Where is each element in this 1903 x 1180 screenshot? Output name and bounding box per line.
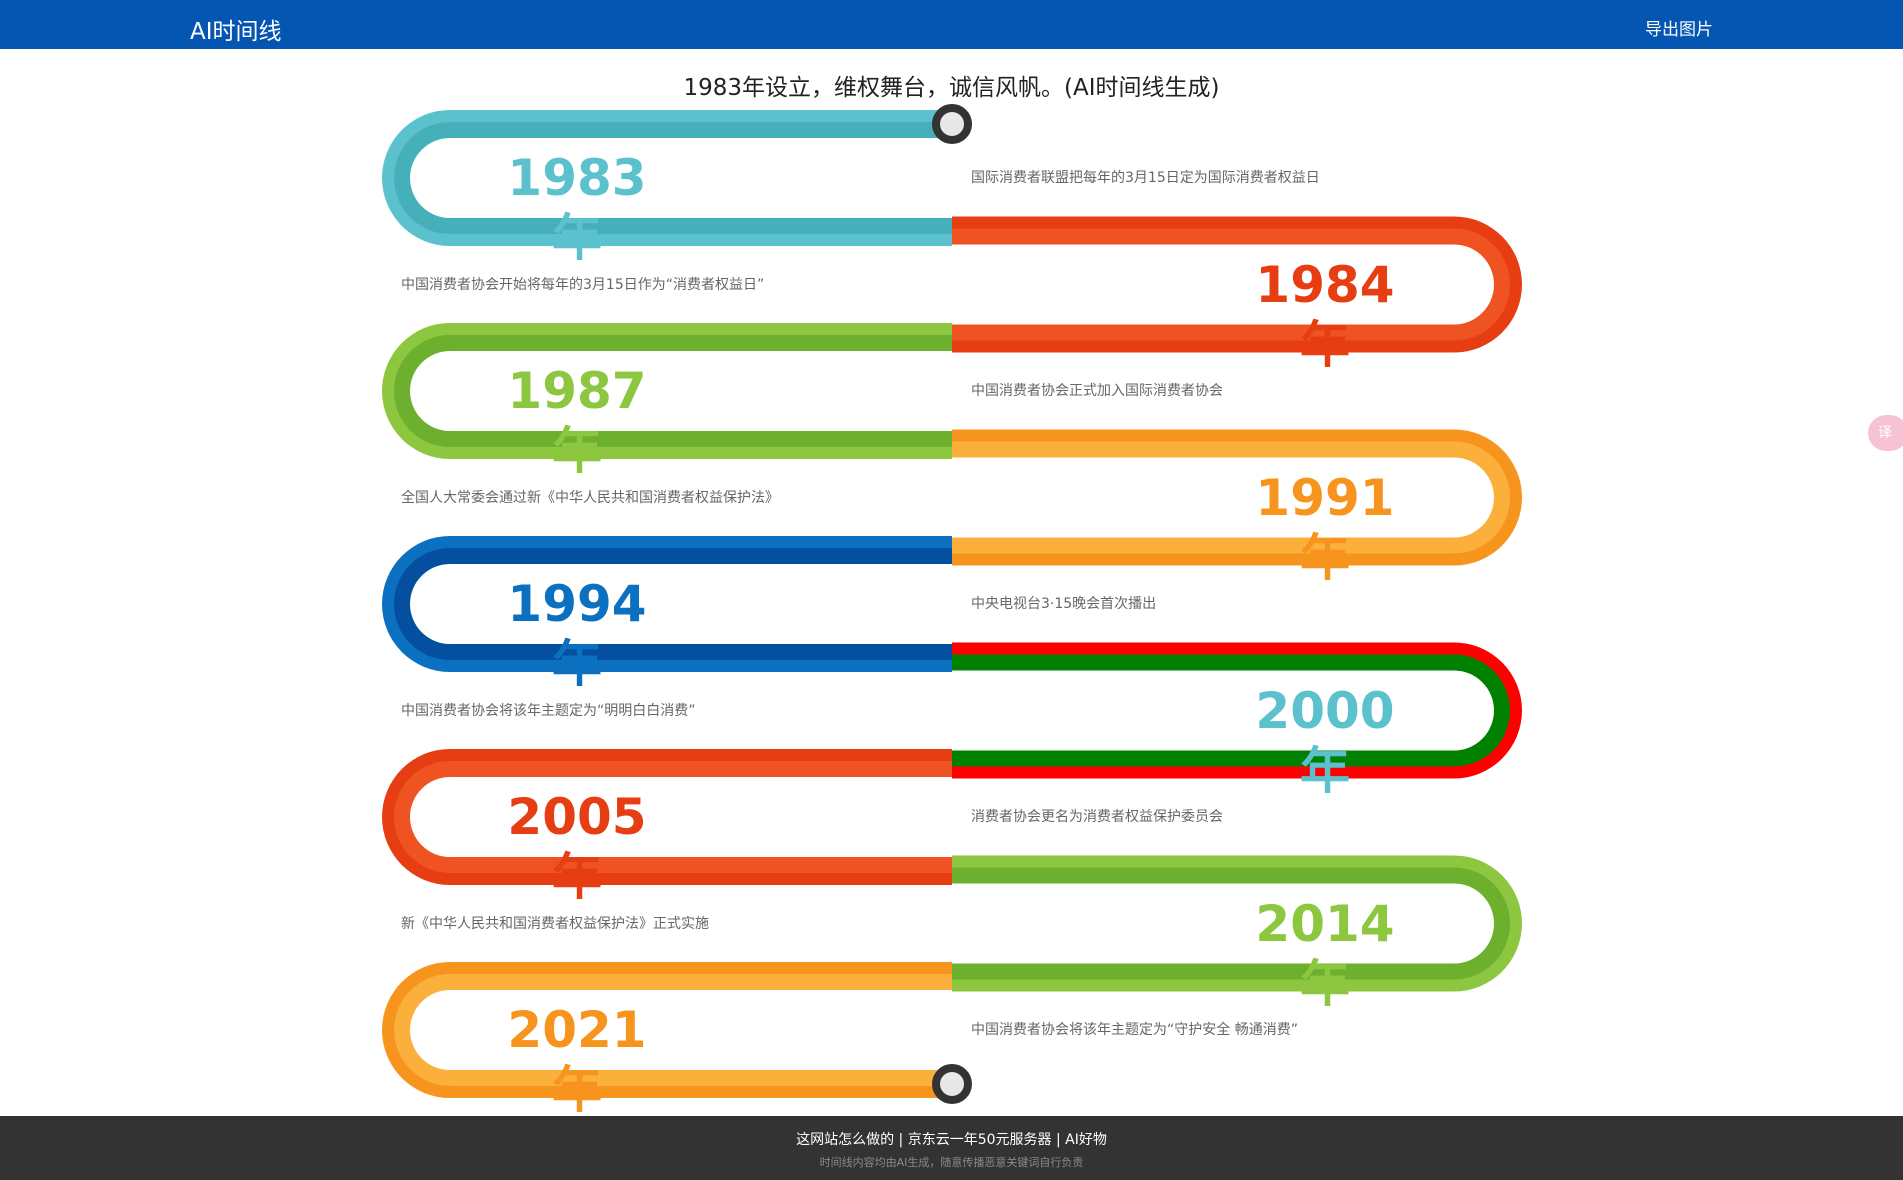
footer-separator: | [1056, 1132, 1061, 1148]
timeline-year: 2005年 [507, 788, 647, 906]
timeline-event-text: 中国消费者协会将该年主题定为“明明白白消费” [401, 702, 696, 719]
timeline-segment [382, 536, 952, 672]
timeline-year: 1983年 [507, 149, 647, 267]
footer-link-how-made[interactable]: 这网站怎么做的 [796, 1132, 895, 1148]
timeline-event-text: 国际消费者联盟把每年的3月15日定为国际消费者权益日 [971, 170, 1320, 186]
timeline-year: 1991年 [1255, 468, 1395, 587]
export-image-button[interactable]: 导出图片 [1645, 20, 1713, 40]
timeline-event-text: 全国人大常委会通过新《中华人民共和国消费者权益保护法》 [401, 489, 779, 506]
footer-link-jdcloud[interactable]: 京东云一年50元服务器 [907, 1132, 1052, 1148]
footer: 这网站怎么做的 | 京东云一年50元服务器 | AI好物 时间线内容均由AI生成… [0, 1116, 1903, 1180]
footer-link-ai-goods[interactable]: AI好物 [1065, 1132, 1107, 1148]
timeline-segment [382, 323, 952, 459]
timeline-segment [382, 962, 952, 1098]
timeline-event-text: 新《中华人民共和国消费者权益保护法》正式实施 [401, 915, 709, 932]
timeline-year: 2014年 [1255, 894, 1395, 1013]
timeline-year: 1987年 [507, 362, 647, 480]
timeline-year: 1984年 [1255, 255, 1395, 374]
top-navbar: AI时间线 导出图片 [0, 0, 1903, 49]
timeline-segment [952, 642, 1522, 779]
timeline-event-text: 中国消费者协会开始将每年的3月15日作为“消费者权益日” [401, 276, 765, 293]
timeline-segment [952, 855, 1522, 992]
footer-separator: | [898, 1132, 904, 1148]
footer-links: 这网站怎么做的 | 京东云一年50元服务器 | AI好物 [0, 1129, 1903, 1149]
timeline-track [382, 104, 1522, 1104]
translate-icon[interactable]: 译 [1868, 415, 1903, 451]
timeline-year: 2000年 [1255, 681, 1395, 800]
brand-link[interactable]: AI时间线 [190, 19, 282, 45]
page-title: 1983年设立，维权舞台，诚信风帆。(AI时间线生成) [683, 75, 1220, 101]
timeline-segment [952, 429, 1522, 566]
timeline-event-text: 中国消费者协会正式加入国际消费者协会 [971, 383, 1223, 399]
timeline-start-marker [932, 104, 972, 144]
timeline-year: 1994年 [507, 575, 647, 693]
timeline-year: 2021年 [507, 1001, 647, 1119]
timeline-segment [382, 110, 952, 246]
timeline-event-text: 中国消费者协会将该年主题定为“守护安全 畅通消费” [971, 1022, 1298, 1038]
timeline-end-marker [932, 1064, 972, 1104]
timeline-event-text: 中央电视台3·15晚会首次播出 [971, 596, 1157, 612]
timeline-event-text: 消费者协会更名为消费者权益保护委员会 [971, 809, 1223, 825]
footer-disclaimer: 时间线内容均由AI生成，随意传播恶意关键词自行负责 [819, 1156, 1084, 1169]
timeline-segment [952, 216, 1522, 353]
timeline-segment [382, 749, 952, 885]
